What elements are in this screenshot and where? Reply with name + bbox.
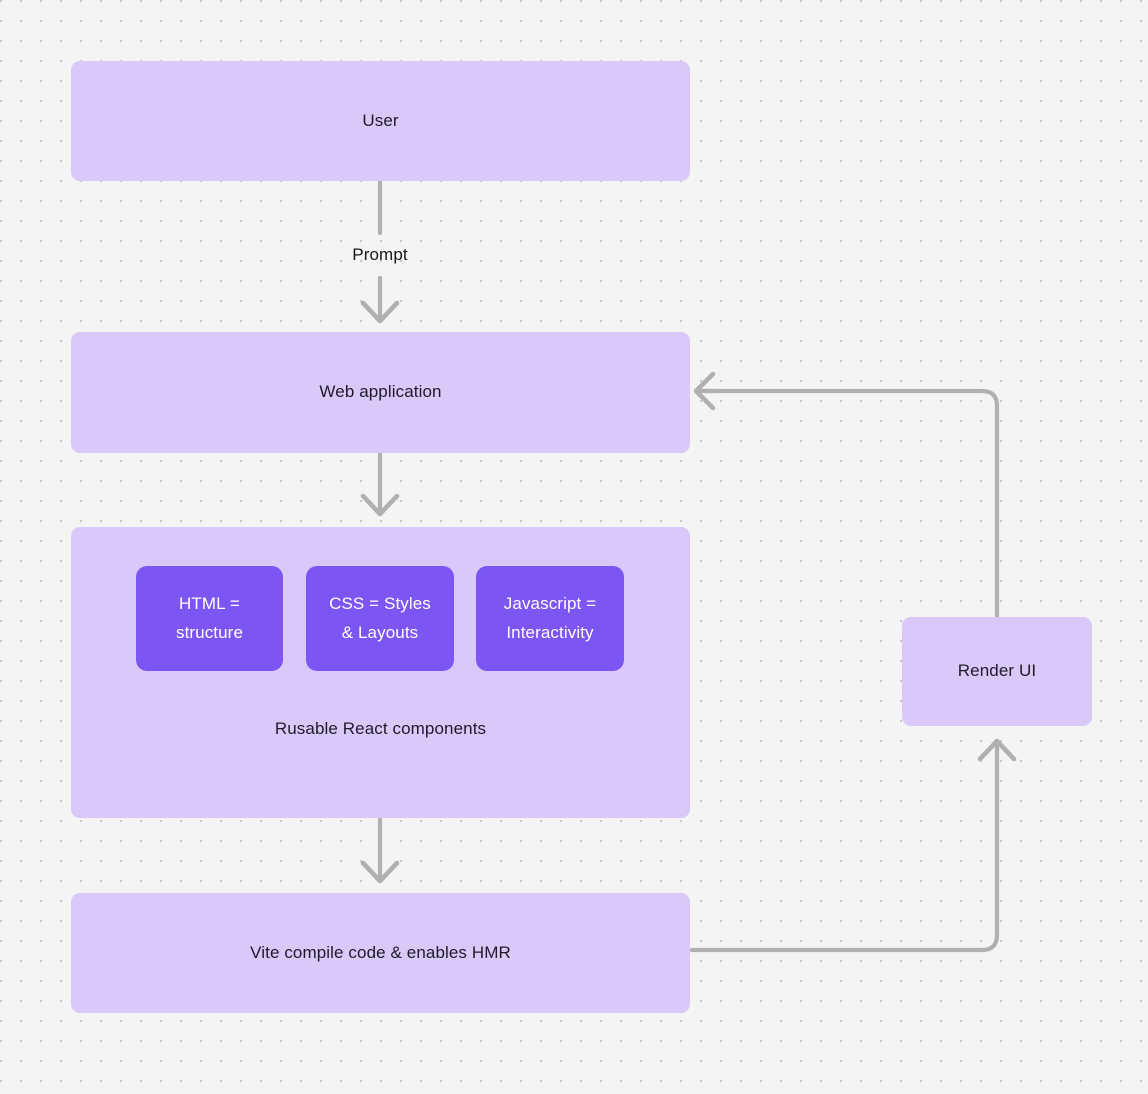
node-user[interactable]: User [71, 61, 690, 181]
node-css-label: CSS = Styles & Layouts [329, 593, 431, 642]
edge-render-ui-to-web-application [709, 388, 1000, 620]
node-javascript-label: Javascript = Interactivity [503, 593, 597, 642]
node-render-ui[interactable]: Render UI [902, 617, 1092, 726]
edge-web-application-to-components-arrowhead [360, 493, 400, 517]
node-user-label: User [362, 110, 399, 130]
node-javascript[interactable]: Javascript = Interactivity [476, 566, 624, 671]
edge-render-ui-to-web-application-arrowhead [693, 371, 716, 411]
node-vite[interactable]: Vite compile code & enables HMR [71, 893, 690, 1013]
edge-user-to-web-application-arrowhead [360, 300, 400, 324]
node-html[interactable]: HTML = structure [136, 566, 283, 671]
edge-components-to-vite-arrowhead [360, 860, 400, 884]
components-group-caption: Rusable React components [274, 719, 487, 738]
edge-label-prompt: Prompt [352, 245, 408, 264]
node-web-application-label: Web application [319, 382, 442, 402]
node-web-application[interactable]: Web application [71, 332, 690, 453]
node-css[interactable]: CSS = Styles & Layouts [306, 566, 454, 671]
node-render-ui-label: Render UI [957, 661, 1037, 681]
node-vite-label: Vite compile code & enables HMR [250, 942, 511, 962]
edge-vite-to-render-ui-arrowhead [977, 738, 1017, 762]
edge-vite-to-render-ui [689, 739, 1000, 953]
node-html-label: HTML = structure [175, 593, 244, 642]
